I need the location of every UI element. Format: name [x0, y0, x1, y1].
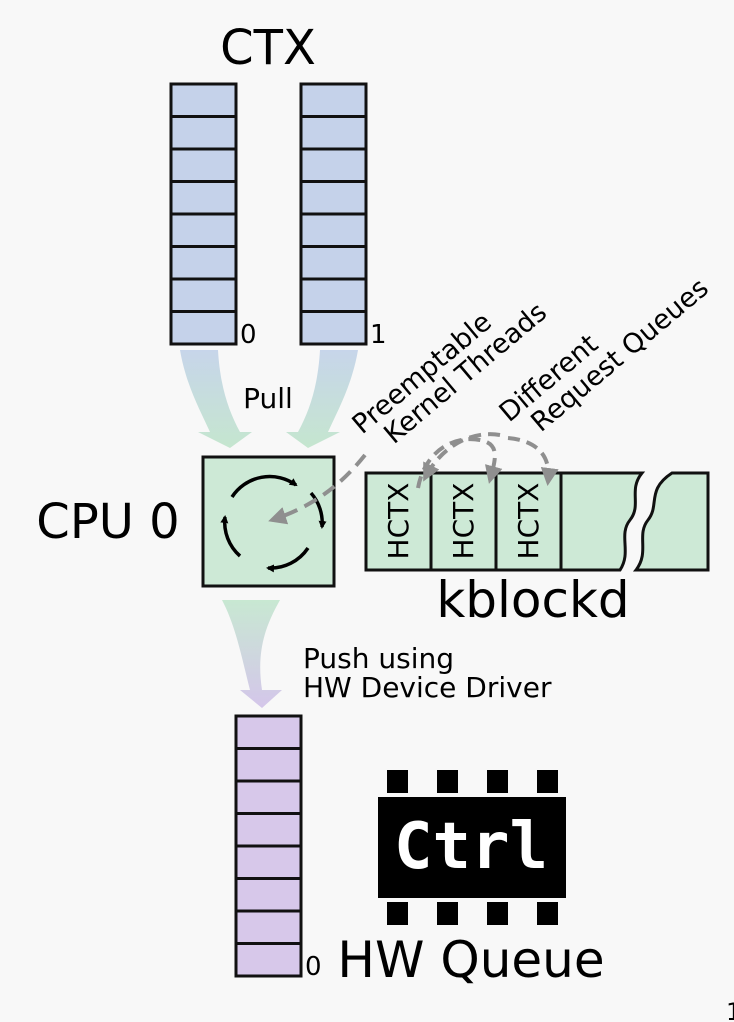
controller-chip-icon — [378, 770, 566, 925]
cpu-cycle-icon — [220, 474, 327, 573]
hctx-label-1: HCTX — [382, 483, 415, 560]
pull-arrow-left — [180, 350, 252, 448]
request-queue-dashed-arrows — [416, 432, 559, 489]
ctx-queue-0 — [169, 82, 238, 346]
push-label-line2: HW Device Driver — [303, 671, 552, 704]
request-queues-label: Different Request Queues — [494, 272, 715, 438]
chip-label: Ctrl — [394, 810, 548, 884]
hctx-label-3: HCTX — [512, 483, 545, 560]
kblockd-label: kblockd — [436, 571, 629, 629]
pull-label: Pull — [243, 382, 293, 415]
ctx-queue-1-index: 1 — [370, 320, 387, 350]
hctx-dividers — [429, 473, 563, 570]
hw-queue-label: HW Queue — [337, 931, 604, 989]
preemptable-dashed-arrow — [268, 453, 367, 525]
cpu-label: CPU 0 — [36, 494, 179, 550]
ctx-title: CTX — [220, 20, 316, 76]
ctx-queue-0-index: 0 — [240, 320, 257, 350]
push-arrow — [222, 600, 282, 708]
hctx-label-2: HCTX — [447, 483, 480, 560]
ctx-queue-1 — [299, 82, 368, 346]
kblockd-strip — [364, 471, 646, 572]
preemptable-label: Preemptable Kernel Threads — [347, 297, 553, 451]
hw-queue — [234, 714, 303, 978]
page-number: 1 — [726, 998, 734, 1022]
hw-queue-index: 0 — [305, 952, 322, 982]
kblockd-strip-tail — [632, 471, 710, 572]
pull-arrow-right — [286, 350, 358, 448]
push-label-line1: Push using — [303, 642, 454, 675]
